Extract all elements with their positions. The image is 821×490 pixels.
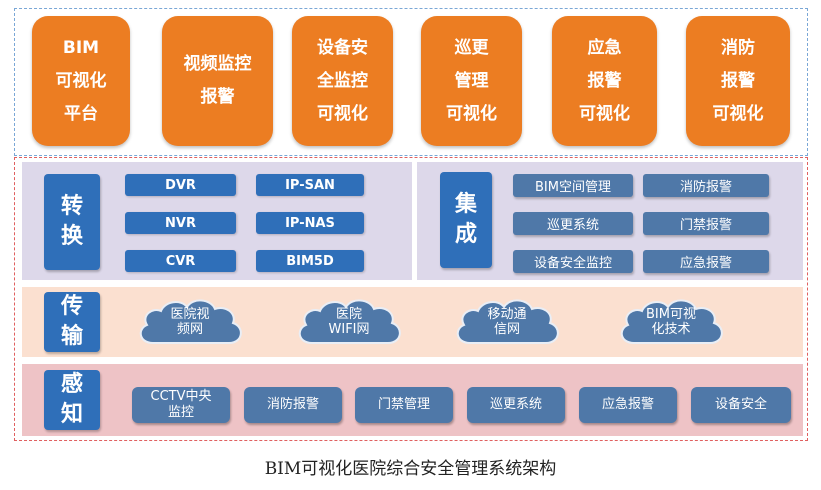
app-card-emergency: 应急 报警 可视化 bbox=[552, 16, 657, 146]
perception-label: 感 知 bbox=[44, 370, 100, 430]
integration-item-emergency-alarm: 应急报警 bbox=[643, 250, 769, 273]
conversion-item-bim5d: BIM5D bbox=[256, 250, 364, 272]
app-card-video-alarm: 视频监控 报警 bbox=[162, 16, 273, 146]
conversion-item-nvr: NVR bbox=[125, 212, 236, 234]
integration-item-fire-alarm: 消防报警 bbox=[643, 174, 769, 197]
cloud-hospital-video-network: 医院视 频网 bbox=[131, 293, 249, 351]
cloud-label: BIM可视 化技术 bbox=[646, 307, 696, 337]
integration-item-access-alarm: 门禁报警 bbox=[643, 212, 769, 235]
conversion-item-ip-san: IP-SAN bbox=[256, 174, 364, 196]
integration-label: 集 成 bbox=[440, 172, 492, 268]
cloud-icon bbox=[620, 299, 723, 344]
perception-item-access-control: 门禁管理 bbox=[355, 387, 453, 423]
cloud-label: 医院 WIFI网 bbox=[328, 307, 370, 337]
conversion-item-ip-nas: IP-NAS bbox=[256, 212, 364, 234]
perception-item-equipment-safety: 设备安全 bbox=[691, 387, 791, 423]
perception-item-emergency: 应急报警 bbox=[579, 387, 677, 423]
transmission-label: 传 输 bbox=[44, 292, 100, 352]
conversion-label: 转 换 bbox=[44, 174, 100, 270]
infrastructure-layer-frame bbox=[14, 157, 808, 441]
cloud-bim-visualization-tech: BIM可视 化技术 bbox=[612, 293, 730, 351]
diagram-caption: BIM可视化医院综合安全管理系统架构 bbox=[264, 459, 557, 479]
app-card-equipment-safety: 设备安 全监控 可视化 bbox=[292, 16, 393, 146]
app-card-fire: 消防 报警 可视化 bbox=[686, 16, 790, 146]
cloud-icon bbox=[139, 299, 242, 344]
integration-item-bim-space: BIM空间管理 bbox=[513, 174, 633, 197]
cloud-icon bbox=[298, 299, 401, 344]
perception-item-patrol: 巡更系统 bbox=[467, 387, 565, 423]
app-card-patrol: 巡更 管理 可视化 bbox=[421, 16, 522, 146]
conversion-item-dvr: DVR bbox=[125, 174, 236, 196]
cloud-hospital-wifi: 医院 WIFI网 bbox=[290, 293, 408, 351]
perception-item-cctv: CCTV中央 监控 bbox=[132, 387, 230, 423]
app-card-bim-platform: BIM 可视化 平台 bbox=[32, 16, 130, 146]
perception-item-fire-alarm: 消防报警 bbox=[244, 387, 342, 423]
cloud-label: 医院视 频网 bbox=[170, 307, 210, 337]
integration-item-equipment-monitor: 设备安全监控 bbox=[513, 250, 633, 273]
conversion-item-cvr: CVR bbox=[125, 250, 236, 272]
integration-item-patrol: 巡更系统 bbox=[513, 212, 633, 235]
cloud-label: 移动通 信网 bbox=[487, 307, 527, 337]
cloud-mobile-network: 移动通 信网 bbox=[448, 293, 566, 351]
application-layer-frame bbox=[14, 8, 808, 156]
cloud-icon bbox=[456, 299, 559, 344]
